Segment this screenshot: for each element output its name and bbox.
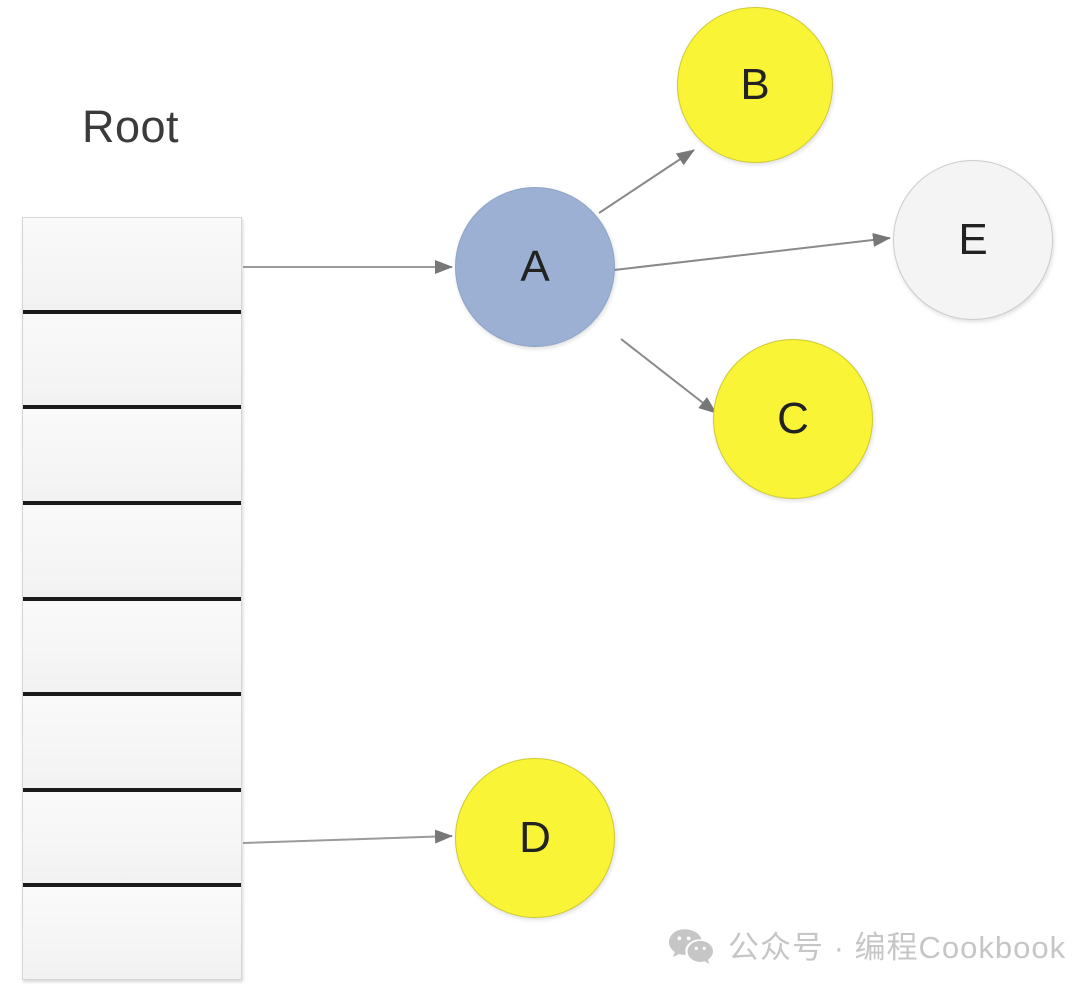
table-row[interactable]	[23, 887, 241, 979]
node-c[interactable]: C	[713, 339, 873, 499]
edge-root7-to-d	[242, 829, 453, 844]
watermark-text: 公众号 · 编程Cookbook	[728, 929, 1067, 965]
root-pointer-table	[22, 217, 242, 980]
table-row[interactable]	[23, 791, 241, 888]
wechat-icon	[669, 929, 713, 964]
node-e-label: E	[958, 215, 988, 264]
watermark: 公众号 · 编程Cookbook	[668, 928, 1066, 966]
table-row[interactable]	[23, 696, 241, 792]
node-d[interactable]: D	[455, 758, 615, 918]
node-b[interactable]: B	[677, 7, 833, 163]
node-a[interactable]: A	[455, 187, 615, 347]
node-a-label: A	[520, 242, 550, 291]
edge-a-to-b	[598, 149, 695, 214]
table-row[interactable]	[23, 218, 241, 314]
page-title: Root	[82, 101, 180, 152]
table-row[interactable]	[23, 313, 241, 410]
table-row[interactable]	[23, 409, 241, 505]
edge-a-to-c	[620, 338, 717, 414]
edge-a-to-e	[613, 233, 891, 271]
node-b-label: B	[740, 60, 770, 109]
table-row[interactable]	[23, 600, 241, 697]
node-d-label: D	[519, 813, 551, 862]
node-e[interactable]: E	[893, 160, 1053, 320]
table-row[interactable]	[23, 504, 241, 601]
node-c-label: C	[777, 394, 809, 443]
